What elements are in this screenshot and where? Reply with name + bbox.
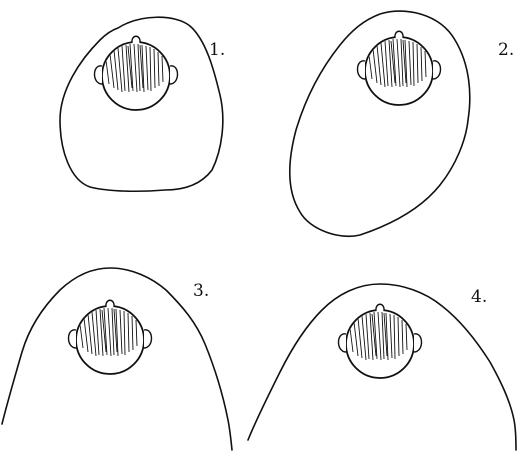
- panel-3-head: [69, 300, 152, 374]
- panel-3-label: 3.: [193, 281, 209, 301]
- panel-1: 1.: [60, 17, 225, 191]
- panel-2: 2.: [290, 11, 515, 236]
- panel-3: 3.: [2, 268, 232, 450]
- panel-4: 4.: [248, 284, 516, 450]
- panel-4-head: [339, 304, 422, 378]
- panel-2-label: 2.: [498, 40, 514, 60]
- panel-1-head: [95, 36, 178, 110]
- panel-4-label: 4.: [471, 287, 487, 307]
- panel-1-label: 1.: [209, 40, 225, 60]
- panel-2-head: [358, 31, 441, 105]
